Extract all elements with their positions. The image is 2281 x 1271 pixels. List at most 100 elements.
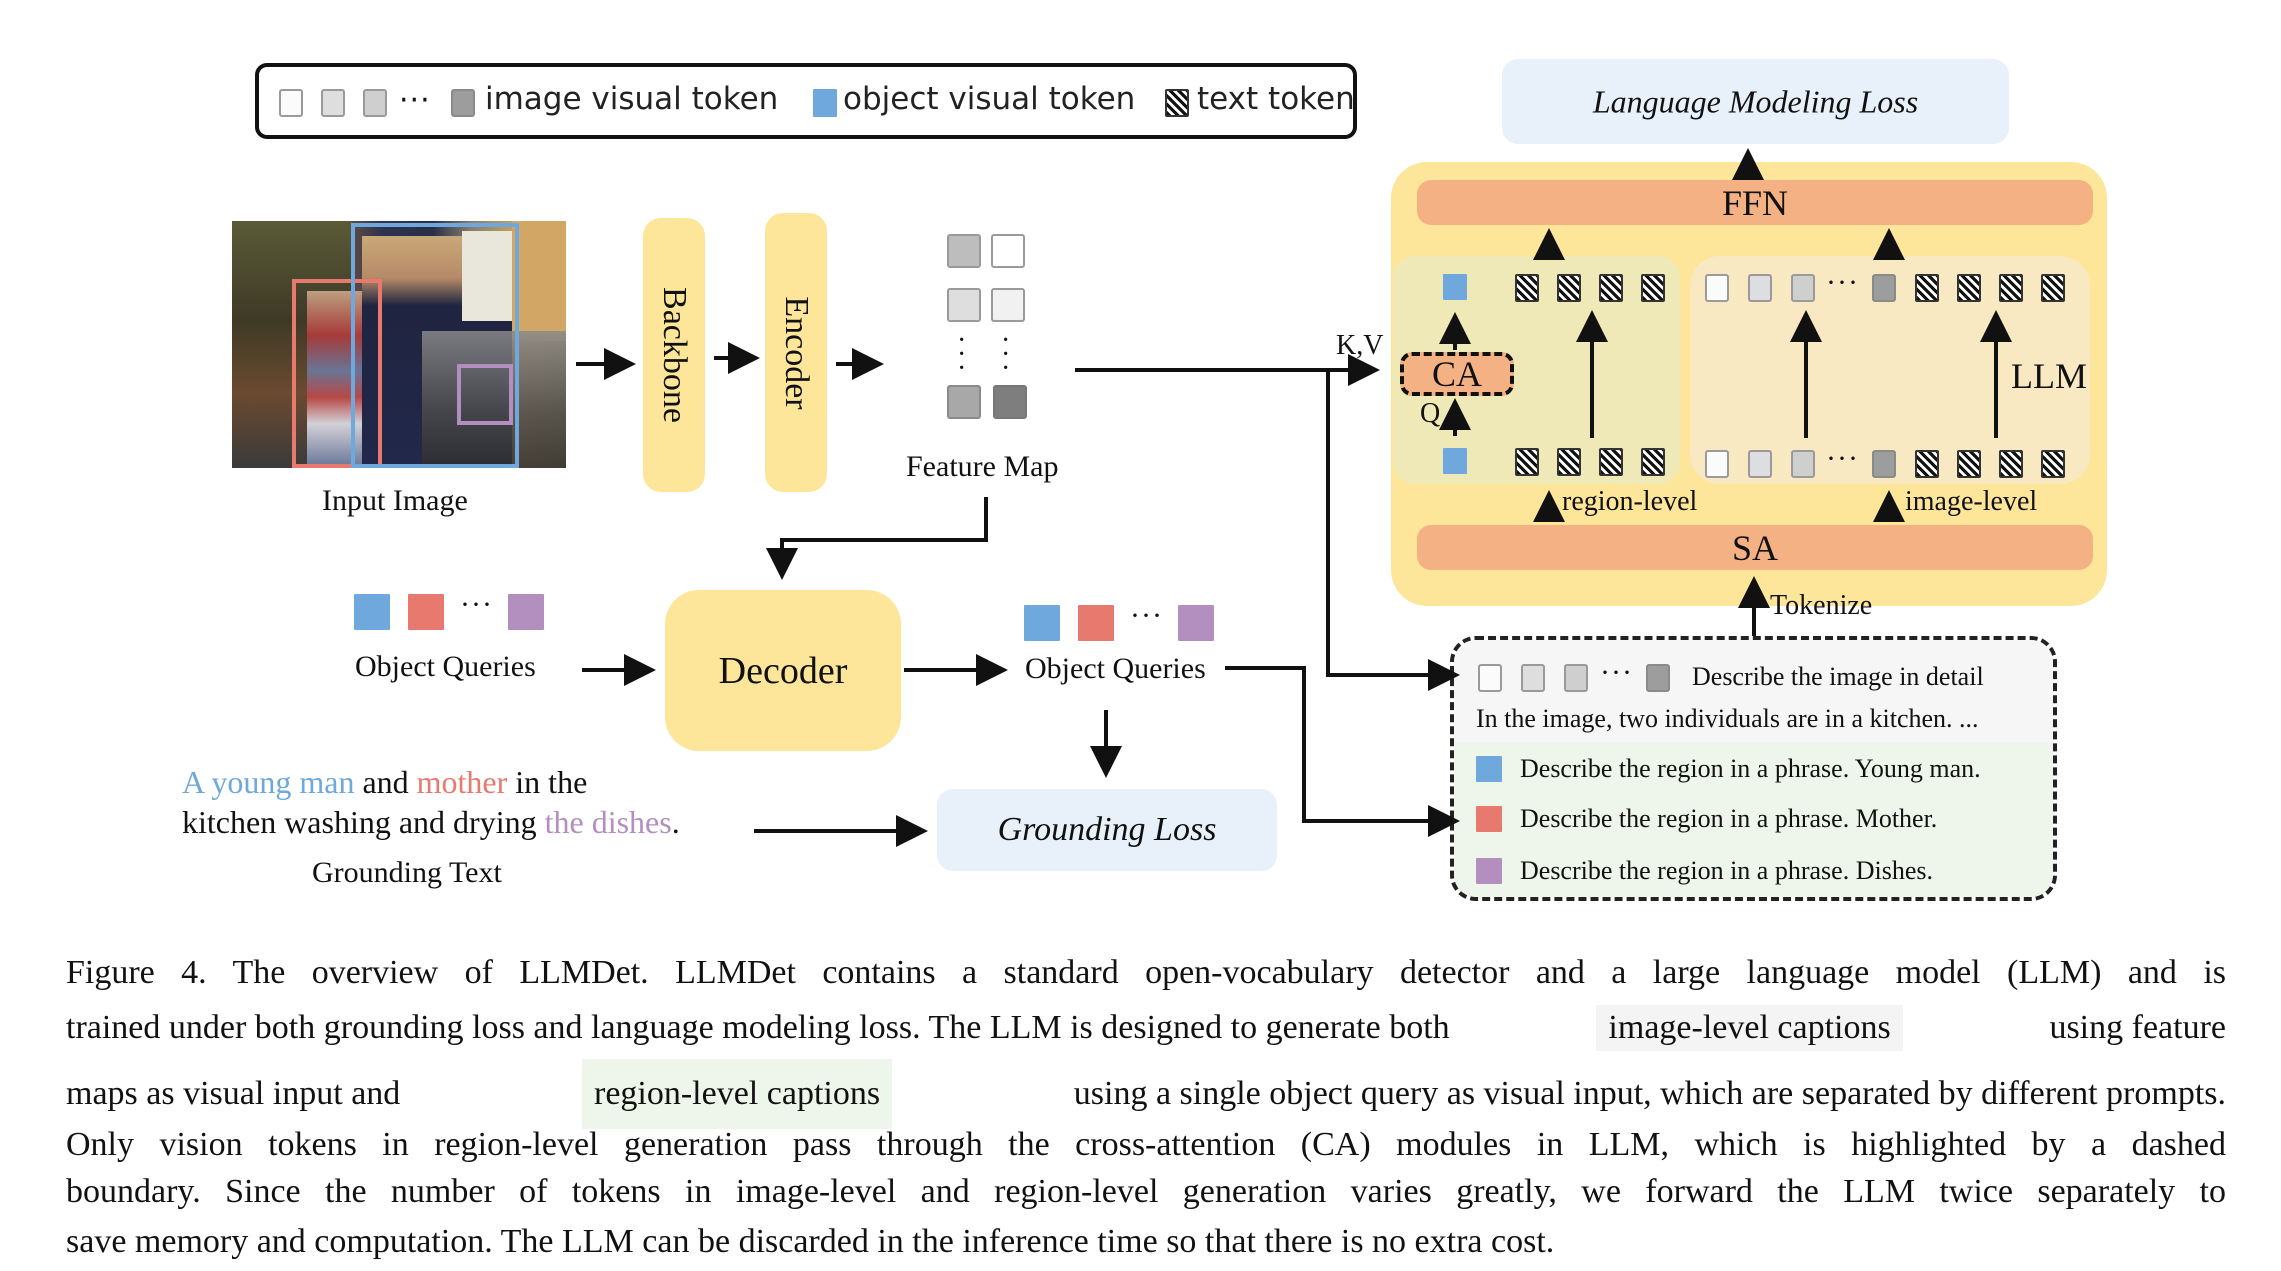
text-token-swatch <box>1165 89 1189 117</box>
feature-token <box>947 385 981 419</box>
region-text-token <box>1599 448 1623 476</box>
image-token <box>1791 274 1815 302</box>
object-query-red <box>1078 605 1114 641</box>
token-legend: ··· image visual token object visual tok… <box>255 63 1357 139</box>
bbox-mother <box>292 279 382 468</box>
sa-layer: SA <box>1417 525 2093 570</box>
image-token <box>1872 450 1896 478</box>
object-token-swatch <box>813 89 837 117</box>
image-token-ellipsis: ··· <box>1826 266 1859 299</box>
region-text-token <box>1557 448 1581 476</box>
feature-token <box>993 385 1027 419</box>
feature-vertical-dots: ··· <box>1001 325 1012 384</box>
image-token <box>1478 664 1502 692</box>
region-swatch-blue <box>1476 756 1502 782</box>
object-queries-input-label: Object Queries <box>355 650 536 683</box>
arrow-feature-to-decoder <box>766 497 988 580</box>
image-text-token <box>1915 450 1939 478</box>
ffn-label: FFN <box>1721 182 1789 223</box>
object-query-ellipsis: ··· <box>1130 599 1163 632</box>
image-token-swatch-light <box>321 89 345 117</box>
feature-token <box>947 288 981 322</box>
object-query-ellipsis: ··· <box>460 588 493 621</box>
image-token-ellipsis: ··· <box>1600 656 1633 689</box>
region-text-token <box>1557 274 1581 302</box>
grounding-text-segment: kitchen washing and drying <box>182 804 545 840</box>
language-modeling-loss-label: Language Modeling Loss <box>1592 83 1919 119</box>
image-token-swatch-mid <box>363 89 387 117</box>
grounding-text-segment: in the <box>507 764 588 800</box>
grounding-loss-box: Grounding Loss <box>937 789 1277 871</box>
image-prompt-text: Describe the image in detail <box>1692 662 1984 691</box>
object-queries-input: ··· <box>352 588 552 632</box>
feature-token <box>947 234 981 268</box>
arrow-queries-to-prompt <box>1225 666 1460 837</box>
input-image-label: Input Image <box>322 484 468 517</box>
region-swatch-red <box>1476 806 1502 832</box>
caption-text: using feature <box>2049 1009 2226 1046</box>
grounding-phrase-mother: mother <box>416 764 508 800</box>
llm-label: LLM <box>2011 356 2087 396</box>
caption-line: boundary. Since the number of tokens in … <box>66 1173 2226 1210</box>
ca-label: CA <box>1431 354 1483 394</box>
region-object-token-in <box>1443 448 1467 474</box>
region-swatch-purple <box>1476 858 1502 884</box>
grounding-text: A young man and mother in the kitchen wa… <box>182 762 680 842</box>
legend-ellipsis: ··· <box>399 83 431 118</box>
region-level-captions-highlight: region-level captions <box>582 1059 893 1129</box>
region-text-token <box>1641 274 1665 302</box>
image-level-label: image-level <box>1905 486 2038 517</box>
image-token <box>1748 450 1772 478</box>
scene-sink <box>422 331 566 468</box>
ffn-layer: FFN <box>1417 180 2093 225</box>
caption-line: maps as visual input and region-level ca… <box>66 1059 2226 1129</box>
q-label: Q <box>1420 398 1441 429</box>
grounding-text-segment: and <box>354 764 417 800</box>
sa-label: SA <box>1731 527 1779 568</box>
image-text-token <box>1999 450 2023 478</box>
grounding-text-label: Grounding Text <box>312 856 502 889</box>
legend-image-visual-token: image visual token <box>485 81 779 117</box>
image-text-token <box>1957 450 1981 478</box>
region-object-token-out <box>1443 274 1467 300</box>
feature-map-label: Feature Map <box>906 450 1059 483</box>
region-prompt-mother: Describe the region in a phrase. Mother. <box>1520 804 1938 833</box>
grounding-phrase-young-man: A young man <box>182 764 355 800</box>
image-text-token <box>1999 274 2023 302</box>
tokenize-label: Tokenize <box>1770 590 1873 621</box>
object-query-blue <box>1024 605 1060 641</box>
input-image <box>232 221 566 468</box>
region-prompt-dishes: Describe the region in a phrase. Dishes. <box>1520 856 1933 885</box>
image-level-captions-highlight: image-level captions <box>1596 1005 1903 1051</box>
image-token <box>1564 664 1588 692</box>
scene-wall <box>512 221 566 341</box>
image-text-token <box>1957 274 1981 302</box>
language-modeling-loss-box: Language Modeling Loss <box>1502 59 2009 144</box>
backbone-block: Backbone <box>643 218 705 492</box>
image-token <box>1646 664 1670 692</box>
image-token-swatch-white <box>279 89 303 117</box>
feature-vertical-dots: ··· <box>957 325 968 384</box>
caption-line: trained under both grounding loss and la… <box>66 1005 2226 1051</box>
grounding-loss-label: Grounding Loss <box>997 811 1217 848</box>
cross-attention-block: CA <box>1400 352 1514 396</box>
object-query-purple <box>508 594 544 630</box>
grounding-phrase-dishes: the dishes <box>544 804 672 840</box>
image-token <box>1521 664 1545 692</box>
region-text-token <box>1599 274 1623 302</box>
object-query-red <box>408 594 444 630</box>
caption-line: Only vision tokens in region-level gener… <box>66 1126 2226 1163</box>
image-prompt-section: ··· Describe the image in detail In the … <box>1454 640 2053 742</box>
image-caption-text: In the image, two individuals are in a k… <box>1476 704 1979 733</box>
image-text-token <box>2041 450 2065 478</box>
decoder-block: Decoder <box>665 590 901 751</box>
arrow-feature-to-prompt <box>1326 370 1460 691</box>
region-level-label: region-level <box>1562 486 1698 517</box>
image-token <box>1791 450 1815 478</box>
caption-text: trained under both grounding loss and la… <box>66 1009 1450 1046</box>
legend-object-visual-token: object visual token <box>843 81 1136 117</box>
object-query-purple <box>1178 605 1214 641</box>
feature-token <box>991 234 1025 268</box>
object-queries-output-label: Object Queries <box>1025 652 1206 685</box>
